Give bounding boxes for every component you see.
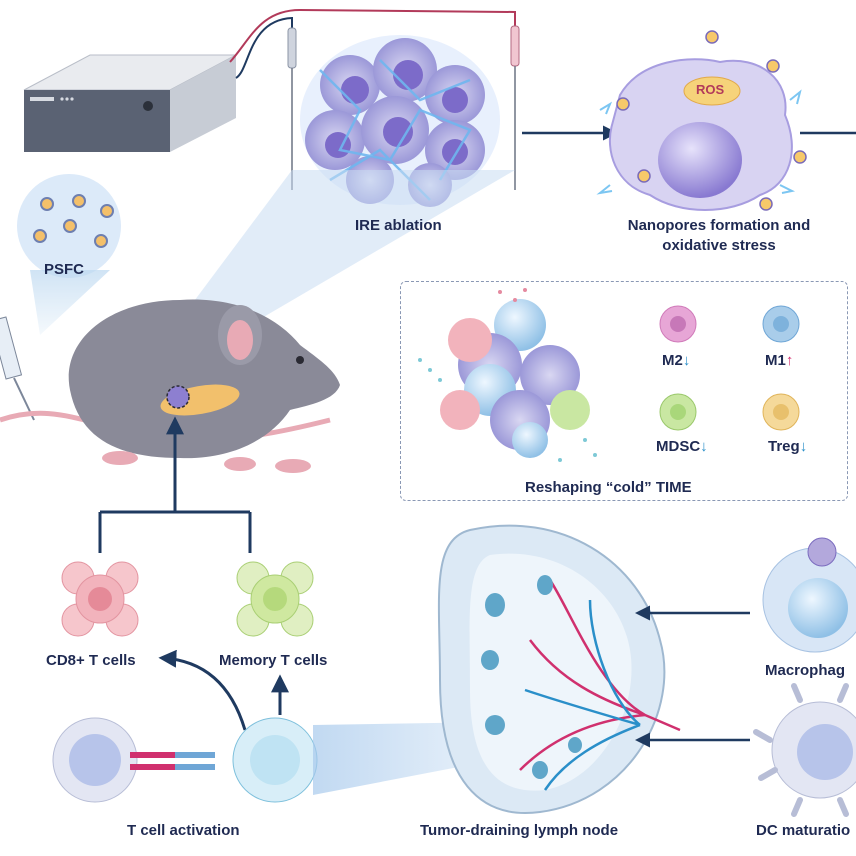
psfc-beam (30, 270, 110, 335)
nanopores-label-line1: Nanopores formation and (627, 217, 811, 234)
mdsc-text: MDSC (656, 438, 701, 455)
dc-maturation-label: DC maturatio (756, 822, 851, 839)
wire-red (229, 8, 516, 63)
dc-cell (753, 683, 856, 817)
macrophage-label: Macrophag (765, 662, 846, 679)
receptor-binding (130, 752, 215, 770)
treg-cell (762, 393, 800, 431)
arrow-to-cd8 (158, 649, 247, 731)
ire-ablation-label: IRE ablation (355, 217, 442, 234)
mdsc-decrease-arrow: ↓ (700, 438, 708, 455)
memory-label: Memory T cells (219, 652, 328, 669)
treg-text: Treg (768, 438, 800, 455)
dendritic-cell (52, 717, 138, 803)
treg-label: Treg↓ (768, 438, 807, 457)
m2-cell (659, 305, 697, 343)
treg-decrease-arrow: ↓ (799, 438, 808, 455)
m1-text: M1 (765, 352, 786, 369)
m2-decrease-arrow: ↓ (682, 352, 691, 369)
memory-cell (236, 561, 314, 637)
reshaping-time-panel (400, 281, 848, 501)
m2-label: M2↓ (662, 352, 690, 371)
m1-cell (762, 305, 800, 343)
pulse-generator (23, 54, 237, 152)
lymph-node-label: Tumor-draining lymph node (420, 822, 619, 839)
t-cell-activation-label: T cell activation (127, 822, 240, 839)
mdsc-label: MDSC↓ (656, 438, 708, 457)
connector-to-tumor (98, 416, 252, 553)
syringe (0, 316, 35, 421)
nanopores-label-line2: oxidative stress (662, 237, 776, 254)
lymph-node (437, 524, 681, 814)
nanopore-cell (596, 30, 807, 211)
cd8-label: CD8+ T cells (46, 652, 136, 669)
psfc-bubble (17, 174, 121, 278)
ros-label: ROS (696, 82, 725, 97)
m1-increase-arrow: ↑ (785, 352, 794, 369)
reshaping-time-label: Reshaping “cold” TIME (525, 479, 692, 496)
electrode-right (510, 25, 520, 67)
mdsc-cell (659, 393, 697, 431)
psfc-label: PSFC (44, 261, 85, 278)
electrode-left (287, 27, 297, 69)
m2-text: M2 (662, 352, 683, 369)
cd8-cell (61, 561, 139, 637)
naive-t-cell (232, 717, 318, 803)
m1-label: M1↑ (765, 352, 793, 371)
reshaping-tumor-cluster (418, 288, 597, 462)
macrophage-cell (762, 537, 856, 653)
wire-blue (235, 16, 293, 79)
mouse (0, 299, 340, 473)
